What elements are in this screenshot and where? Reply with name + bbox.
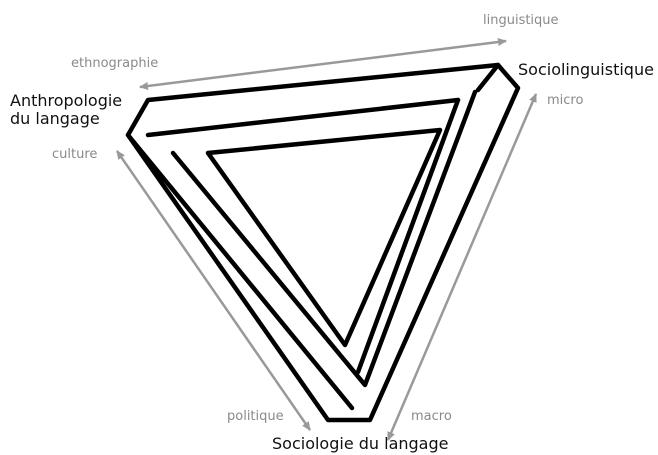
label-sociologie-du-langage: Sociologie du langage [272,435,448,453]
triangle-outer-outline [128,65,518,420]
label-anthropologie-line1: Anthropologie [10,92,122,110]
beam-top-inner-edge [148,100,458,135]
label-politique: politique [227,410,284,425]
label-micro: micro [547,94,583,109]
arrow-ethnographie-linguistique [140,41,506,87]
label-anthropologie-line2: du langage [10,110,122,128]
label-ethnographie: ethnographie [71,57,158,72]
label-culture: culture [52,148,97,163]
label-sociolinguistique: Sociolinguistique [518,61,654,79]
label-macro: macro [411,410,452,425]
arrow-culture-politique [117,151,310,430]
label-linguistique: linguistique [483,14,559,29]
beam-left-outer-edge [128,135,352,408]
penrose-triangle [128,65,518,420]
label-anthropologie-du-langage: Anthropologie du langage [10,92,122,129]
